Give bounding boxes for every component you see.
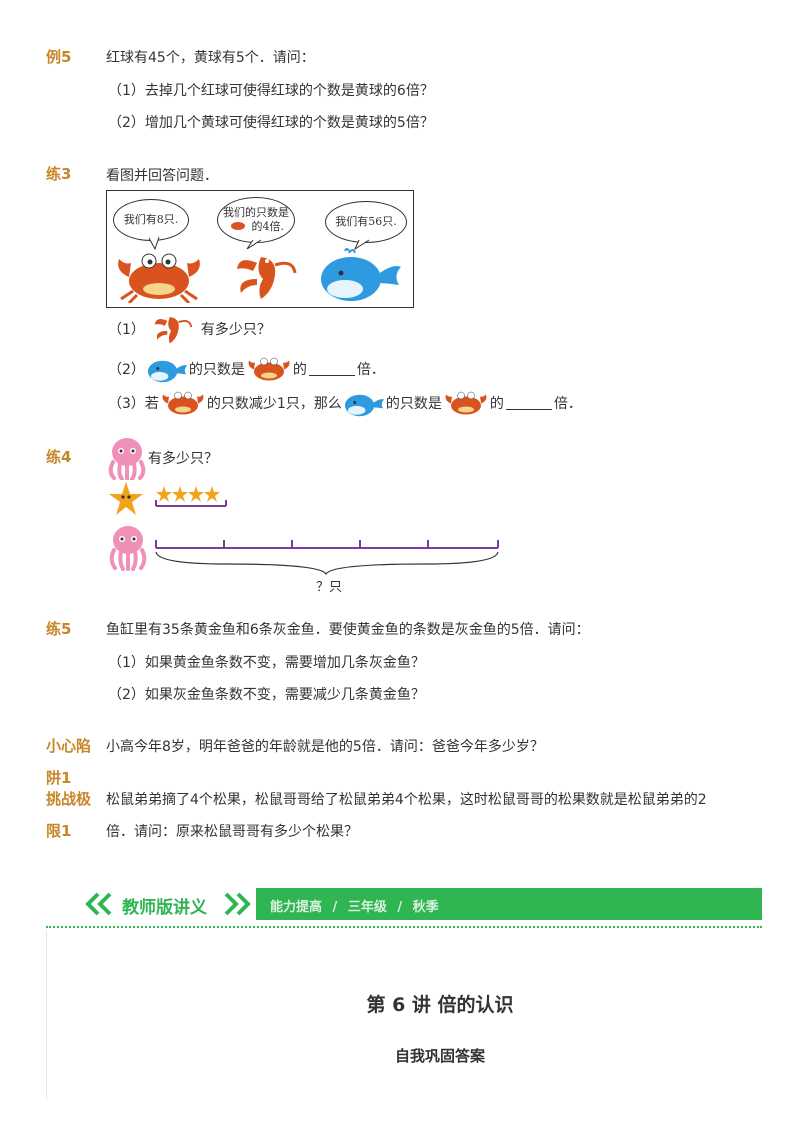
octopus-icon — [109, 526, 147, 571]
crab-icon — [118, 253, 200, 303]
banner-breadcrumb: 能力提高 / 三年级 / 秋季 — [270, 896, 439, 915]
double-chevron-right-icon — [224, 892, 251, 916]
practice-4-question: 有多少只？ — [106, 436, 218, 480]
banner-brand-b: 讲义 — [173, 898, 207, 918]
practice-3-q3-text3: 的只数是 — [385, 396, 442, 412]
practice-3-tag: 练3 — [46, 165, 72, 183]
whale-icon — [147, 360, 187, 383]
starfish-icon — [109, 482, 143, 515]
trap-tag-continued: 阱1 — [46, 769, 72, 787]
practice-3-q3-text5: 倍． — [553, 396, 582, 412]
breadcrumb-level: 能力提高 — [270, 900, 323, 915]
practice-3-q3-text2: 的只数减少1只，那么 — [206, 396, 342, 412]
breadcrumb-separator: / — [397, 900, 403, 915]
example-5-q1: （1）去掉几个红球可使得红球的个数是黄球的6倍？ — [108, 83, 434, 99]
challenge-text-line2: 倍．请问：原来松鼠哥哥有多少个松果？ — [106, 824, 358, 840]
banner-divider — [46, 926, 762, 928]
trap-tag: 小心陷 — [46, 737, 92, 755]
speech-bubble-lobster: 我们的只数是 的4倍. — [217, 197, 295, 243]
practice-3-q3-text1: （3）若 — [108, 396, 159, 412]
starfish-segment — [109, 482, 227, 515]
practice-4-tag: 练4 — [46, 448, 72, 466]
breadcrumb-grade: 三年级 — [347, 900, 387, 915]
crab-icon — [445, 391, 487, 415]
lobster-icon — [237, 257, 297, 299]
example-5-q2: （2）增加几个黄球可使得红球的个数是黄球的5倍？ — [108, 115, 434, 131]
octopus-segment-diagram — [109, 526, 499, 576]
lobster-icon — [154, 317, 193, 344]
lesson-title: 第 6 讲 倍的认识 — [366, 994, 514, 1016]
answer-blank[interactable] — [505, 397, 552, 410]
practice-3-q1: （1） 有多少只？ — [108, 312, 271, 346]
crab-icon — [231, 222, 245, 230]
example-5-tag: 例5 — [46, 48, 72, 66]
bubble-lobster-line2-text: 的4倍. — [251, 220, 285, 233]
challenge-tag: 挑战极 — [46, 790, 92, 808]
whale-icon — [321, 248, 401, 301]
practice-3-text: 看图并回答问题． — [106, 168, 218, 184]
double-chevron-left-icon — [85, 892, 112, 916]
challenge-text-line1: 松鼠弟弟摘了4个松果，松鼠哥哥给了松鼠弟弟4个松果，这时松鼠哥哥的松果数就是松鼠… — [106, 792, 707, 808]
example-5-text: 红球有45个，黄球有5个．请问： — [106, 50, 315, 66]
practice-3-q2-number: （2） — [108, 362, 145, 378]
practice-5-tag: 练5 — [46, 620, 72, 638]
practice-3-q1-number: （1） — [108, 322, 145, 338]
practice-3-q1-text: 有多少只？ — [200, 322, 271, 338]
crab-icon — [248, 357, 290, 381]
practice-3-picture: 我们有8只. 我们的只数是 的4倍. 我们有56只. — [106, 190, 414, 308]
practice-5-q2: （2）如果灰金鱼条数不变，需要减少几条黄金鱼？ — [108, 687, 425, 703]
breadcrumb-season: 秋季 — [412, 900, 439, 915]
answer-blank[interactable] — [308, 363, 355, 376]
whale-icon — [344, 394, 384, 417]
banner-brand: 教师版讲义 — [122, 893, 207, 918]
header-banner: 教师版讲义 能力提高 / 三年级 / 秋季 — [46, 888, 762, 920]
trap-text: 小高今年8岁，明年爸爸的年龄就是他的5倍．请问：爸爸今年多少岁？ — [106, 739, 544, 755]
breadcrumb-separator: / — [332, 900, 338, 915]
practice-3-q2: （2） 的只数是 的 倍． — [108, 354, 385, 384]
practice-3-q3-text4: 的 — [489, 396, 504, 412]
practice-3-q2-text1: 的只数是 — [188, 362, 245, 378]
practice-5-q1: （1）如果黄金鱼条数不变，需要增加几条灰金鱼？ — [108, 655, 425, 671]
brace-label: ？只 — [316, 580, 343, 595]
crab-icon — [162, 391, 204, 415]
banner-brand-area — [46, 888, 256, 920]
octopus-icon — [108, 438, 146, 480]
practice-3-q2-text3: 倍． — [356, 362, 385, 378]
practice-4-text: 有多少只？ — [148, 451, 218, 467]
practice-3-q3: （3）若 的只数减少1只，那么 的只数是 的 倍． — [108, 386, 582, 420]
practice-5-text: 鱼缸里有35条黄金鱼和6条灰金鱼．要使黄金鱼的条数是灰金鱼的5倍．请问： — [106, 622, 590, 638]
bubble-tails — [148, 236, 370, 251]
bubble-lobster-line1: 我们的只数是 — [223, 206, 289, 220]
bubble-lobster-line2: 的4倍. — [228, 220, 284, 234]
challenge-tag-continued: 限1 — [46, 822, 72, 840]
page-side-rule — [46, 930, 47, 1100]
banner-brand-a: 教师版 — [122, 898, 173, 918]
speech-bubble-whale: 我们有56只. — [325, 201, 407, 243]
speech-bubble-crab: 我们有8只. — [113, 199, 189, 241]
practice-3-q2-text2: 的 — [292, 362, 307, 378]
brace — [155, 551, 499, 576]
answer-subtitle: 自我巩固答案 — [394, 1047, 485, 1065]
